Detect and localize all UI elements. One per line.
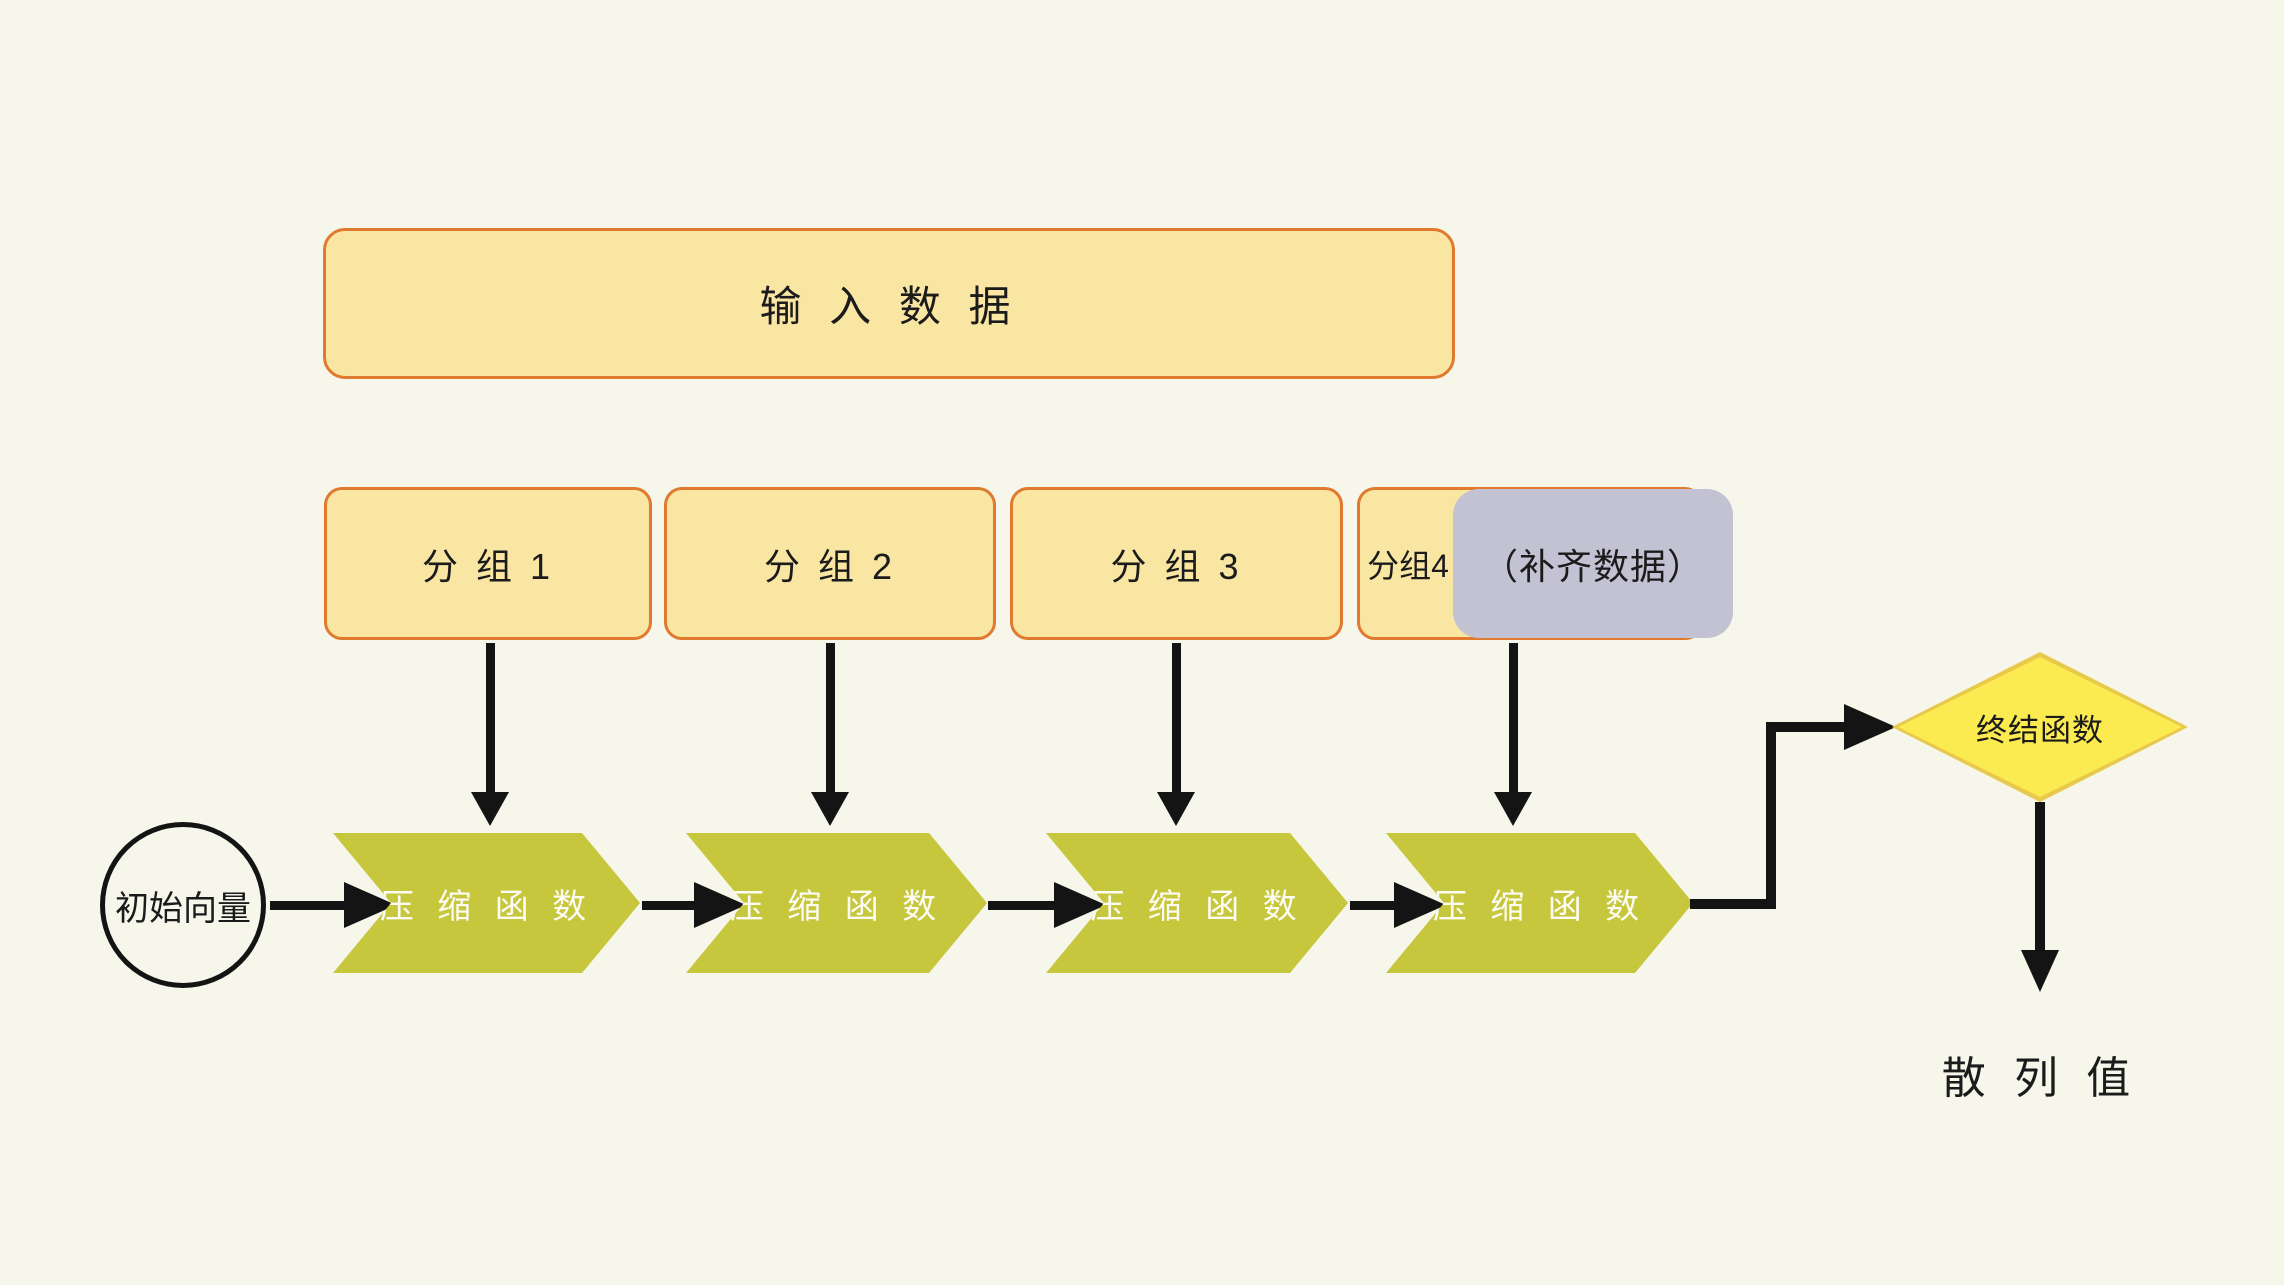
group-1-node: 分 组 1: [324, 487, 652, 640]
arrow-group1-down-shaft: [486, 643, 495, 795]
arrow-group1-down-head: [471, 792, 509, 826]
arrow-group4-down-shaft: [1509, 643, 1518, 795]
arrow-group2-down-head: [811, 792, 849, 826]
padding-data-node: （补齐数据）: [1453, 489, 1733, 638]
arrow-c4-to-final-seg3: [1776, 722, 1846, 732]
finalize-label: 终结函数: [1976, 712, 2104, 748]
group-2-node: 分 组 2: [664, 487, 996, 640]
compression-3-label: 压 缩 函 数: [1090, 887, 1304, 926]
group-3-node: 分 组 3: [1010, 487, 1343, 640]
arrow-group4-down-head: [1494, 792, 1532, 826]
group-1-label: 分 组 1: [421, 545, 555, 587]
group-4-label: 分组4: [1367, 547, 1449, 584]
arrow-iv-to-c1-shaft: [270, 901, 348, 910]
compression-1-label: 压 缩 函 数: [379, 887, 594, 926]
input-data-node: 输 入 数 据: [323, 228, 1455, 379]
compression-4-label: 压 缩 函 数: [1432, 887, 1647, 926]
hash-value-label: 散 列 值: [1941, 1054, 2139, 1103]
group-2-label: 分 组 2: [763, 545, 897, 587]
arrow-c4-to-final-seg2: [1766, 722, 1776, 909]
arrow-group2-down-shaft: [826, 643, 835, 795]
group-3-label: 分 组 3: [1110, 545, 1243, 587]
padding-data-label: （补齐数据）: [1481, 545, 1704, 587]
arrow-c1-to-c2-shaft: [642, 901, 698, 910]
arrow-c2-to-c3-shaft: [988, 901, 1058, 910]
arrow-final-to-output-shaft: [2035, 802, 2045, 954]
initial-vector-node: 初始向量: [100, 822, 266, 988]
arrow-group3-down-head: [1157, 792, 1195, 826]
compression-2-node: 压 缩 函 数: [686, 833, 987, 973]
compression-3-node: 压 缩 函 数: [1046, 833, 1348, 973]
arrow-final-to-output-head: [2021, 950, 2059, 992]
initial-vector-label: 初始向量: [115, 889, 251, 928]
arrow-c3-to-c4-shaft: [1350, 901, 1398, 910]
compression-2-label: 压 缩 函 数: [729, 887, 944, 926]
arrow-group3-down-shaft: [1172, 643, 1181, 795]
arrow-c4-to-final-head: [1844, 704, 1896, 750]
input-data-label: 输 入 数 据: [759, 283, 1019, 330]
finalize-label-wrap: 终结函数: [1892, 652, 2188, 802]
arrow-c4-to-final-seg1: [1690, 899, 1776, 909]
compression-1-node: 压 缩 函 数: [333, 833, 640, 973]
